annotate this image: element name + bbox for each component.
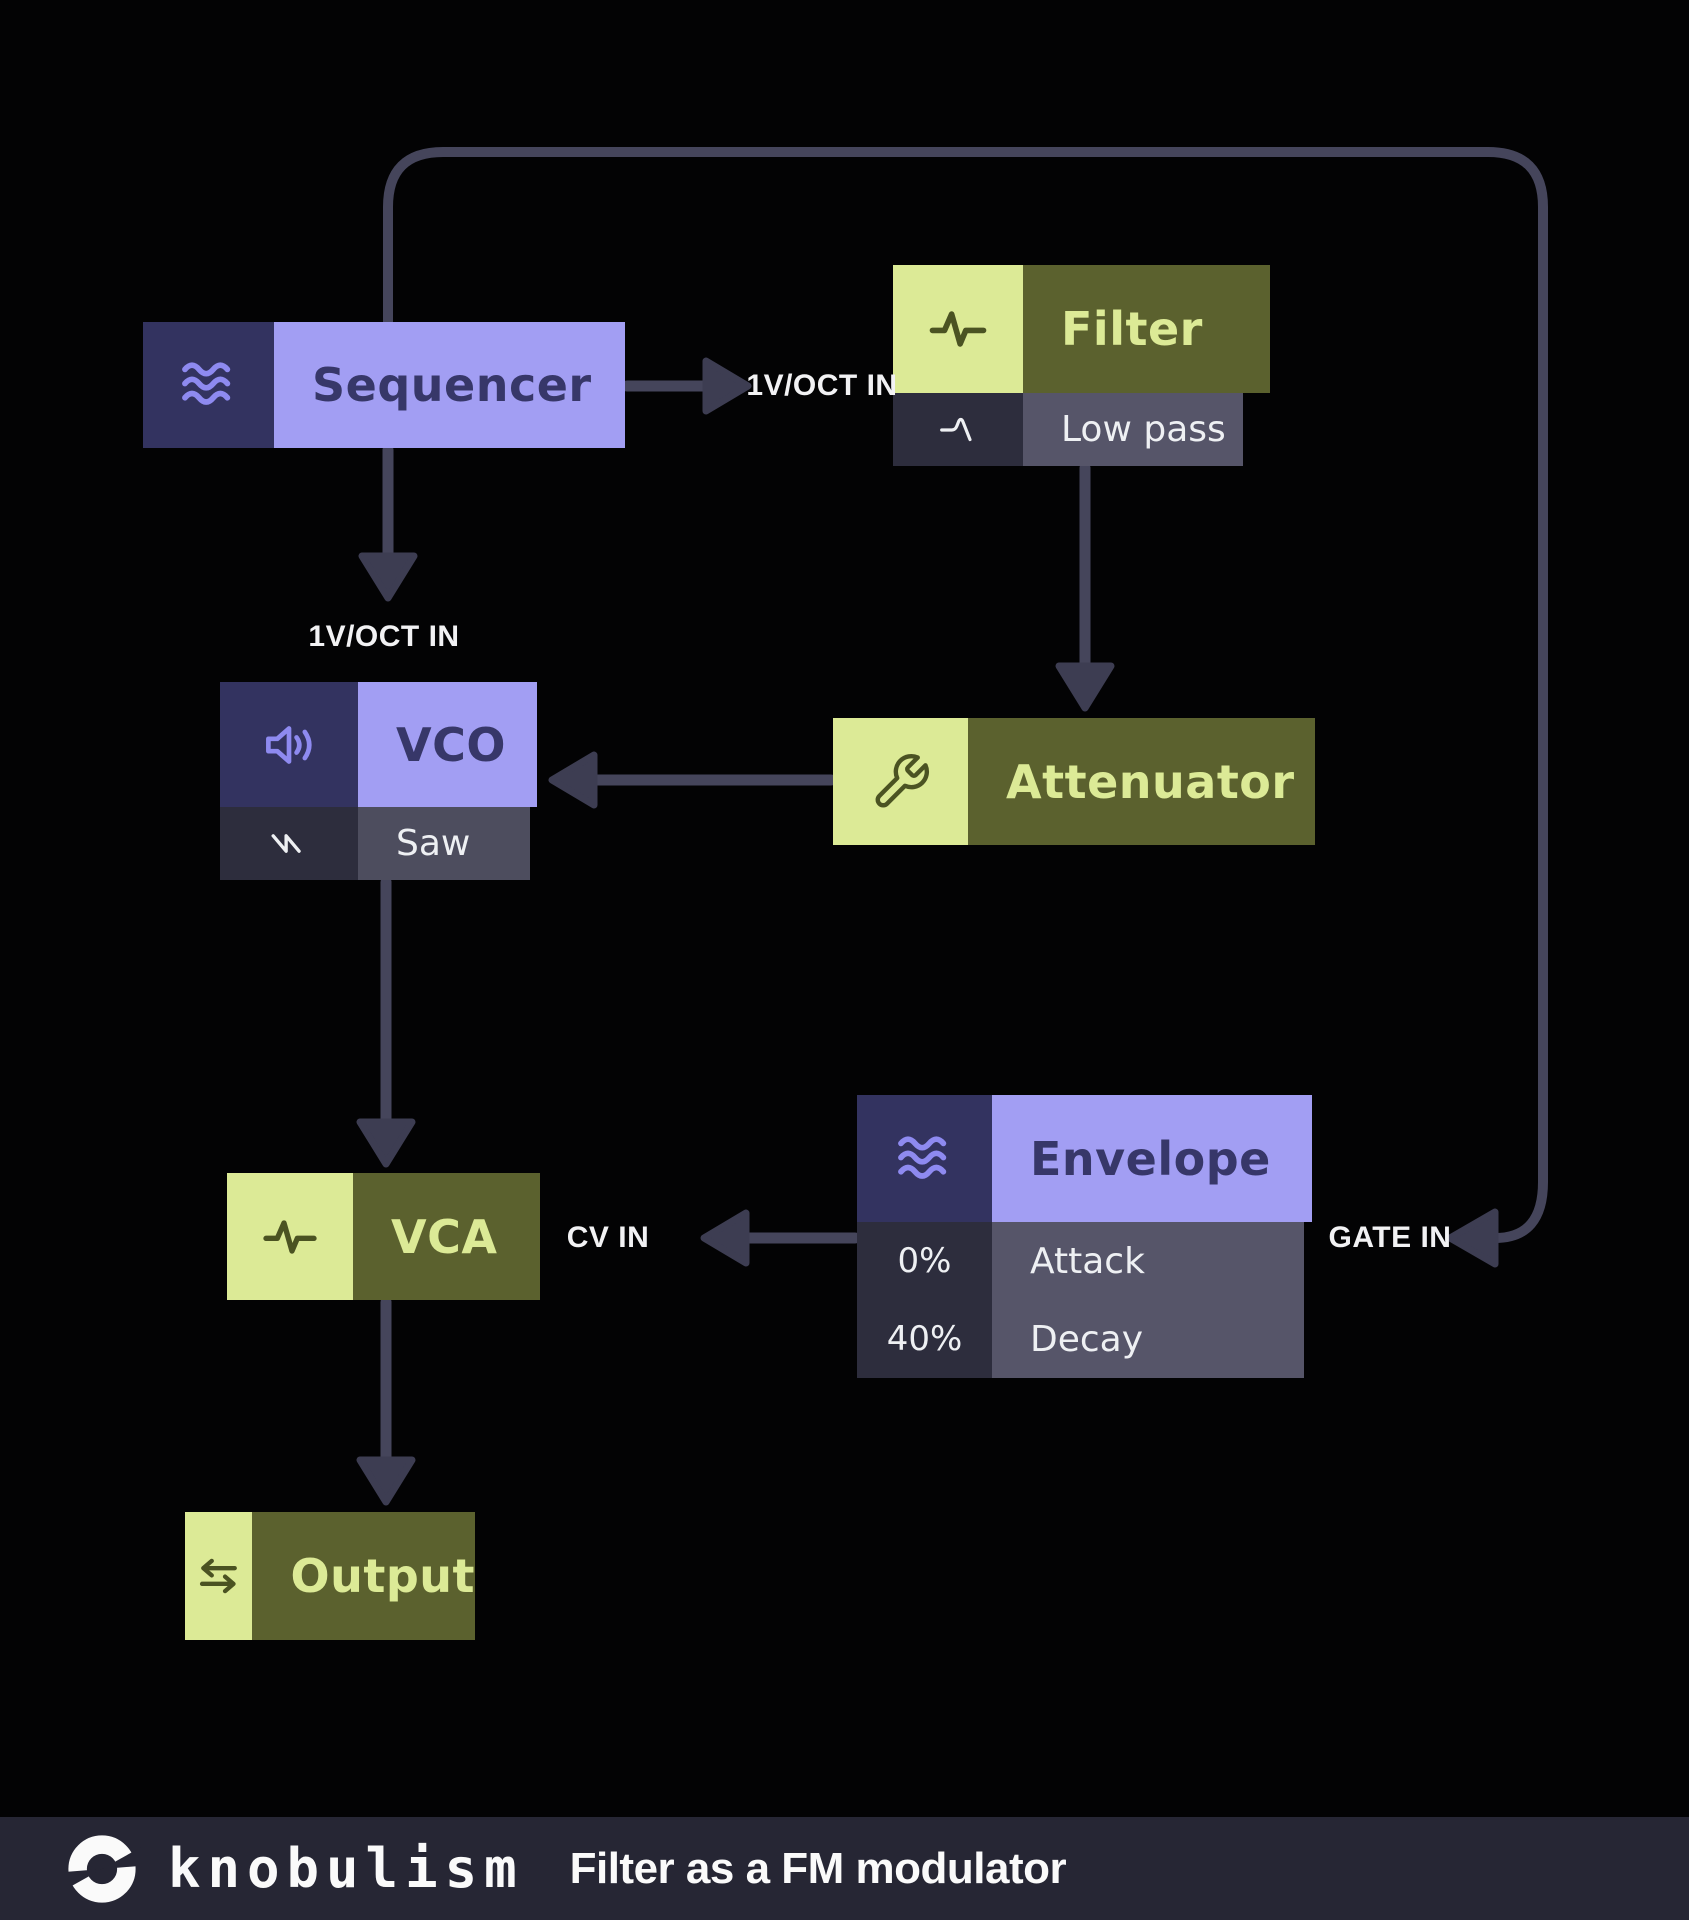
knobulism-logo-icon: [60, 1834, 144, 1903]
node-envelope: Envelope: [857, 1095, 1312, 1222]
vco-wave-label: Saw: [358, 807, 530, 880]
sawtooth-icon: [220, 807, 358, 880]
vco-wave-row: Saw: [220, 807, 530, 880]
lowpass-curve-icon: [893, 393, 1023, 466]
waves-icon: [143, 322, 274, 448]
brand-name: knobulism: [168, 1837, 524, 1900]
diagram-title: Filter as a FM modulator: [569, 1843, 1067, 1893]
node-title-output: Output: [252, 1512, 475, 1640]
envelope-attack-value: 0%: [857, 1222, 992, 1300]
waves-icon: [857, 1095, 992, 1222]
arrowhead-vco-pitch-in: [358, 552, 418, 602]
port-label-envelope-gate-in: GATE IN: [1328, 1221, 1452, 1254]
node-title-vco: VCO: [358, 682, 537, 807]
envelope-attack-label: Attack: [992, 1222, 1304, 1300]
footer-bar: knobulism Filter as a FM modulator: [0, 1817, 1689, 1920]
port-label-filter-1voct-in: 1V/OCT IN: [746, 369, 898, 402]
node-title-sequencer: Sequencer: [274, 322, 625, 448]
arrowhead-output-in: [356, 1456, 416, 1506]
transfer-arrows-icon: [185, 1512, 253, 1640]
port-label-vca-cv-in: CV IN: [566, 1221, 650, 1254]
pulse-icon: [893, 265, 1023, 393]
arrowhead-attenuator-in: [1055, 662, 1115, 712]
node-output: Output: [185, 1512, 475, 1640]
arrowhead-vca-in: [356, 1118, 416, 1168]
node-title-vca: VCA: [353, 1173, 540, 1300]
port-label-vco-1voct-in: 1V/OCT IN: [308, 620, 460, 653]
envelope-decay-label: Decay: [992, 1300, 1304, 1378]
filter-mode-label: Low pass: [1023, 393, 1243, 466]
speaker-icon: [220, 682, 358, 807]
wire-sequencer-to-gate-loop: [383, 147, 1548, 1243]
envelope-attack-row: 0% Attack: [857, 1222, 1304, 1300]
arrowhead-gate-in: [1446, 1208, 1499, 1268]
pulse-icon: [227, 1173, 353, 1300]
node-title-attenuator: Attenuator: [968, 718, 1315, 845]
wrench-icon: [833, 718, 968, 845]
arrowhead-filter-in: [702, 357, 752, 415]
node-title-envelope: Envelope: [992, 1095, 1312, 1222]
arrowhead-vca-cv-in: [700, 1209, 750, 1267]
envelope-decay-value: 40%: [857, 1300, 992, 1378]
filter-mode-row: Low pass: [893, 393, 1243, 466]
node-title-filter: Filter: [1023, 265, 1270, 393]
node-vca: VCA: [227, 1173, 540, 1300]
arrowhead-vco-fm-in: [548, 751, 598, 809]
envelope-decay-row: 40% Decay: [857, 1300, 1304, 1378]
node-vco: VCO: [220, 682, 537, 807]
node-filter: Filter: [893, 265, 1270, 393]
node-attenuator: Attenuator: [833, 718, 1315, 845]
node-sequencer: Sequencer: [143, 322, 625, 448]
